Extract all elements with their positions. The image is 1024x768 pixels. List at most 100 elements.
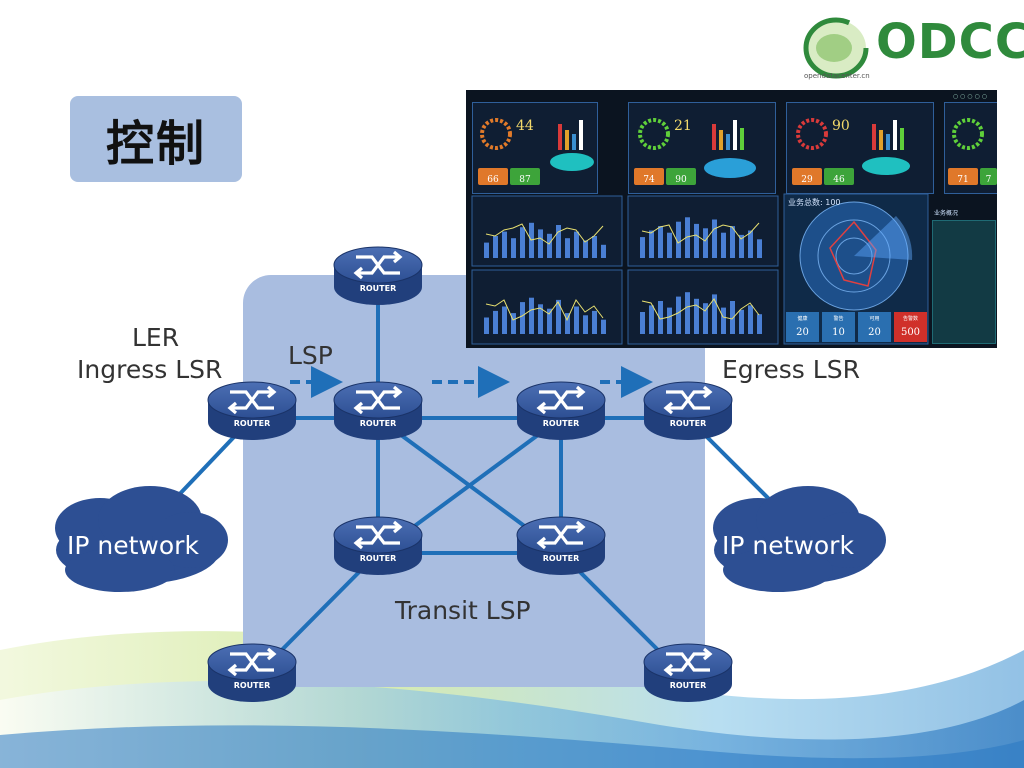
router-egress: ROUTER [643,381,733,440]
dashboard-bar [592,310,597,334]
dashboard-graphics [471,118,984,345]
kpi-2a: 74 [634,168,664,185]
dashboard-bar [685,292,690,334]
stat-alarms: 告警数 500 [894,312,927,342]
stat-caption: 警告 [833,316,844,322]
stat-warning: 警告 10 [822,312,855,342]
slide-title: 控制 [105,116,206,172]
dashboard-bar [547,308,552,334]
dashboard-line [641,222,760,244]
dashboard-bar [520,227,525,258]
dashboard-bar [721,232,726,258]
router-arrows-icon [227,385,277,415]
radar-title: 业务总数: 100 [788,198,841,207]
kpi-4b: 7 [980,168,997,185]
dashboard-bar [601,244,606,258]
stat-available: 可用 20 [858,312,891,342]
dashboard-bar [502,231,507,258]
dashboard-bar [757,314,762,334]
dashboard-bar [658,226,663,258]
dashboard-bar [547,233,552,258]
ler-label: LER [132,323,180,352]
gear-value-1: 44 [516,118,534,134]
right-cloud [713,486,886,592]
dashboard-bar [520,302,525,334]
dashboard-bar [658,301,663,334]
router-label: ROUTER [360,554,397,563]
router-arrows-icon [663,647,713,677]
router-label: ROUTER [670,681,707,690]
kpi-4a: 71 [948,168,978,185]
dashboard-line [485,299,604,322]
transit-label: Transit LSP [395,596,531,625]
dashboard-bar [484,242,489,258]
dashboard-bar [649,230,654,258]
dashboard-bar [748,230,753,258]
dashboard-bar-charts [484,217,762,334]
router-bottom-left: ROUTER [207,643,297,702]
dashboard-bar [739,234,744,258]
dashboard-bar [574,231,579,258]
dashboard-bar [574,306,579,334]
stat-value: 20 [868,327,881,338]
ingress-label: Ingress LSR [77,355,223,384]
left-cloud [55,486,228,592]
router-arrows-icon [227,647,277,677]
router-label: ROUTER [543,554,580,563]
gear-icon [952,118,984,150]
dashboard-bar [730,301,735,334]
router-core-right: ROUTER [516,381,606,440]
dashboard-bar [739,309,744,334]
dashboard-bar [640,237,645,258]
dashboard-bar [712,219,717,258]
router-arrows-icon [353,385,403,415]
router-label: ROUTER [670,419,707,428]
gear-icon [796,118,828,150]
logo-wordmark: ODCC [876,14,1024,70]
dashboard-bar [583,240,588,258]
dashboard-bar [676,221,681,258]
dashboard-bar [730,226,735,258]
logo-url: opendatacenter.cn [804,72,870,80]
right-cloud-label: IP network [722,531,854,560]
dashboard-bar [565,313,570,334]
dashboard-bar [667,307,672,334]
stat-caption: 健康 [797,316,808,322]
dashboard-line [485,223,604,245]
kpi-1a: 66 [478,168,508,185]
dashboard-bar [484,317,489,334]
dashboard-bar [556,225,561,258]
dashboard-bar [502,306,507,334]
router-top: ROUTER [333,246,423,305]
stat-caption: 告警数 [902,316,918,322]
router-bottom-right: ROUTER [643,643,733,702]
router-arrows-icon [353,520,403,550]
dashboard-bar [583,315,588,334]
router-label: ROUTER [543,419,580,428]
router-label: ROUTER [360,284,397,293]
router-ingress: ROUTER [207,381,297,440]
dashboard-bar [538,304,543,334]
dashboard-bar [703,303,708,334]
router-transit-left: ROUTER [333,516,423,575]
dashboard-bar [538,229,543,258]
mini-bars [558,120,904,150]
left-cloud-label: IP network [67,531,199,560]
egress-label: Egress LSR [722,355,860,384]
dashboard-bar [493,236,498,258]
kpi-2b: 90 [666,168,696,185]
gear-value-2: 21 [674,118,692,134]
dashboard-bar [676,296,681,334]
dashboard-bar [511,238,516,258]
router-label: ROUTER [234,419,271,428]
dashboard-bar [712,294,717,334]
router-arrows-icon [536,385,586,415]
dashboard-bar [694,223,699,258]
router-transit-right: ROUTER [516,516,606,575]
dashboard-bar [757,239,762,258]
stat-caption: 可用 [869,316,880,322]
dashboard-bar [721,307,726,334]
router-label: ROUTER [360,419,397,428]
